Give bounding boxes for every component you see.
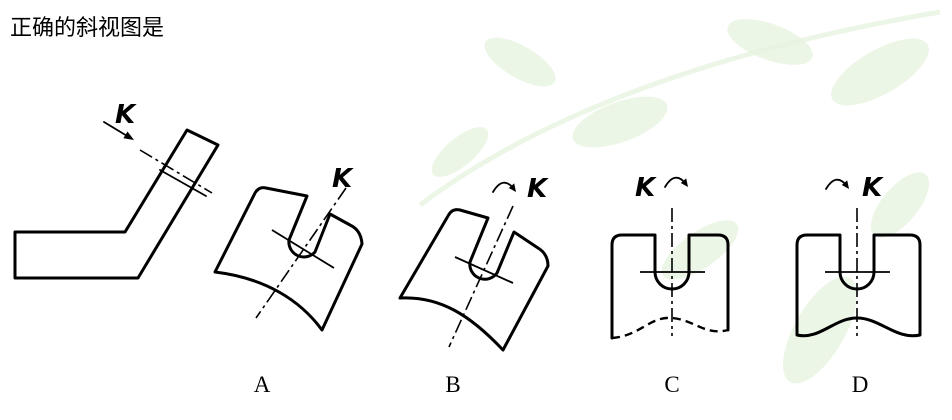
option-c-direction-label: K <box>635 173 657 203</box>
question-text: 正确的斜视图是 <box>10 16 165 41</box>
option-b-view: K B <box>398 174 550 397</box>
option-d-letter: D <box>852 372 869 397</box>
bent-plate-outline <box>13 128 220 280</box>
option-a-view: K A <box>213 164 364 397</box>
watermark-leaf <box>783 276 857 384</box>
option-a-letter: A <box>254 372 271 397</box>
option-b-direction-label: K <box>527 174 549 204</box>
watermark-leaf <box>870 172 930 238</box>
slot-center-line <box>139 149 213 194</box>
watermark-stem <box>418 9 941 208</box>
option-b-letter: B <box>445 372 460 397</box>
option-c-break-line <box>611 316 729 340</box>
watermark-leaf <box>484 37 556 87</box>
view-direction-label: K <box>115 100 137 130</box>
option-b-cross-line <box>454 256 514 284</box>
view-direction-arrow-icon <box>103 121 134 140</box>
option-d-view: K D <box>795 173 922 397</box>
slot-edge-line <box>159 169 207 197</box>
option-a-center-line <box>255 187 347 319</box>
option-c-view: K C <box>610 173 730 397</box>
main-view: K <box>13 100 220 280</box>
watermark-leaf <box>661 220 739 280</box>
option-d-direction-label: K <box>862 173 884 203</box>
option-a-outline <box>213 186 364 332</box>
watermark-leaf <box>727 19 813 65</box>
rotation-arrow-icon <box>492 181 516 193</box>
option-b-outline <box>398 208 550 352</box>
watermark-leaf <box>572 96 668 148</box>
rotation-arrow-icon <box>825 178 849 190</box>
watermark-leaf <box>831 38 929 106</box>
option-a-direction-label: K <box>332 164 354 194</box>
watermark-leaf <box>431 127 489 177</box>
option-b-center-line <box>448 205 514 348</box>
rotation-arrow-icon <box>664 176 688 188</box>
option-c-letter: C <box>664 372 679 397</box>
option-a-cross-line <box>271 229 335 269</box>
